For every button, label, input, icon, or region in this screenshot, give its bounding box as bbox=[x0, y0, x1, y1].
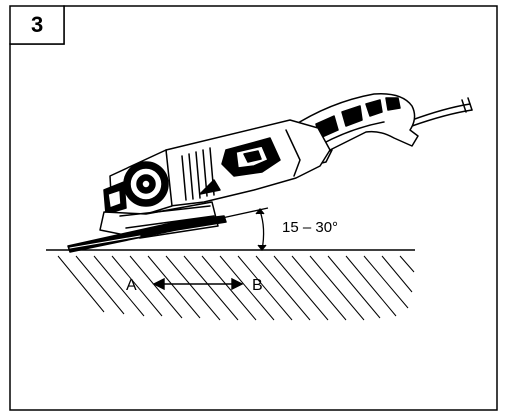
grinding-disc bbox=[67, 215, 227, 253]
figure-frame bbox=[9, 5, 498, 411]
figure-number: 3 bbox=[31, 12, 43, 37]
double-arrow-icon bbox=[152, 277, 244, 291]
angle-arrow-bottom bbox=[257, 244, 267, 252]
figure-number-tab: 3 bbox=[9, 5, 65, 45]
direction-label-b: B bbox=[252, 277, 263, 294]
surface-hatching bbox=[57, 255, 415, 321]
motor-housing bbox=[165, 119, 331, 207]
wheel-guard bbox=[99, 201, 219, 239]
work-surface bbox=[46, 249, 415, 321]
angle-grinder-icon bbox=[67, 93, 473, 253]
angle-arc-icon bbox=[221, 207, 269, 252]
gear-head bbox=[103, 149, 173, 217]
angle-arc bbox=[259, 210, 265, 251]
direction-label-a: A bbox=[126, 277, 137, 294]
angle-arrow-top bbox=[255, 207, 265, 215]
power-cord bbox=[411, 97, 473, 127]
angle-label: 15 – 30° bbox=[282, 219, 338, 236]
